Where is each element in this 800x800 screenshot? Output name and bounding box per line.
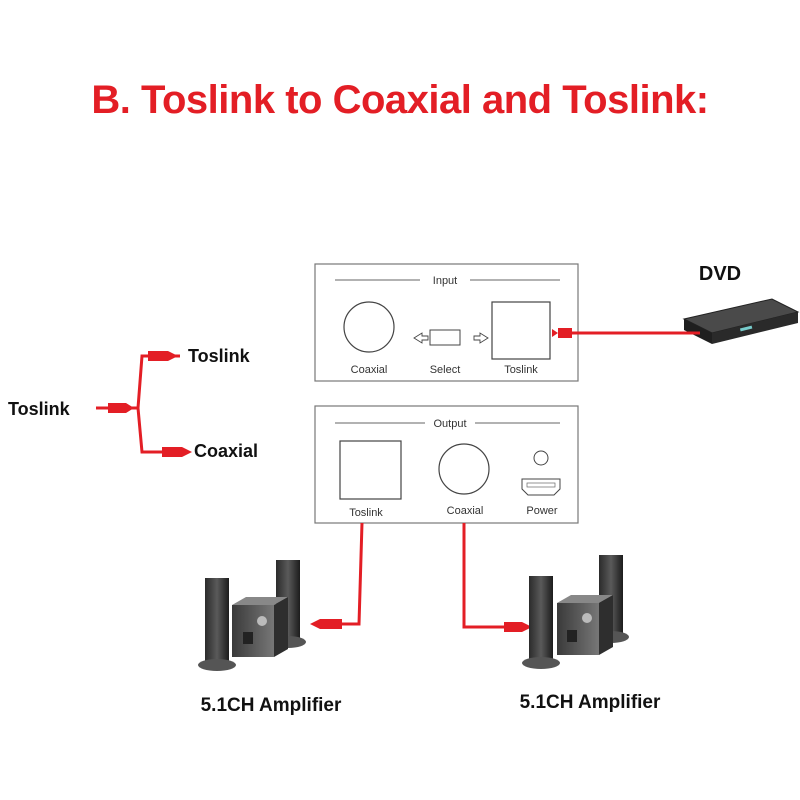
select-label: Select (430, 364, 461, 376)
amplifier-left-label: 5.1CH Amplifier (201, 695, 342, 716)
dvd-cable (552, 328, 700, 338)
output-coaxial-port (438, 443, 490, 495)
arrow-left-icon (413, 332, 429, 344)
input-panel: Input Coaxial Select Toslink (314, 263, 579, 382)
output-toslink-port (339, 440, 402, 500)
amplifier-left-icon (198, 560, 306, 671)
toslink-output-cable (310, 522, 364, 629)
output-panel: Output Toslink Coaxial Power (314, 405, 579, 524)
arrow-right-icon (473, 332, 489, 344)
output-coaxial-label: Coaxial (447, 505, 484, 517)
legend-toslink-label: Toslink (188, 346, 251, 366)
legend-source-label: Toslink (8, 399, 71, 419)
output-toslink-label: Toslink (349, 507, 383, 519)
legend-coaxial-label: Coaxial (194, 441, 258, 461)
select-button (429, 329, 461, 346)
input-heading: Input (433, 275, 457, 287)
amplifier-right-label: 5.1CH Amplifier (520, 692, 661, 713)
power-label: Power (526, 505, 558, 517)
input-toslink-port (491, 301, 551, 360)
legend-routing (96, 351, 192, 457)
dvd-player-icon (682, 298, 800, 344)
diagram-title: B. Toslink to Coaxial and Toslink: (91, 78, 709, 122)
amplifier-right-icon (522, 555, 629, 669)
coaxial-output-cable (462, 523, 532, 632)
input-coaxial-label: Coaxial (351, 364, 388, 376)
power-led-icon (533, 450, 549, 466)
input-coaxial-port (343, 301, 395, 353)
output-heading: Output (433, 418, 466, 430)
input-toslink-label: Toslink (504, 364, 538, 376)
dvd-label: DVD (699, 263, 741, 285)
